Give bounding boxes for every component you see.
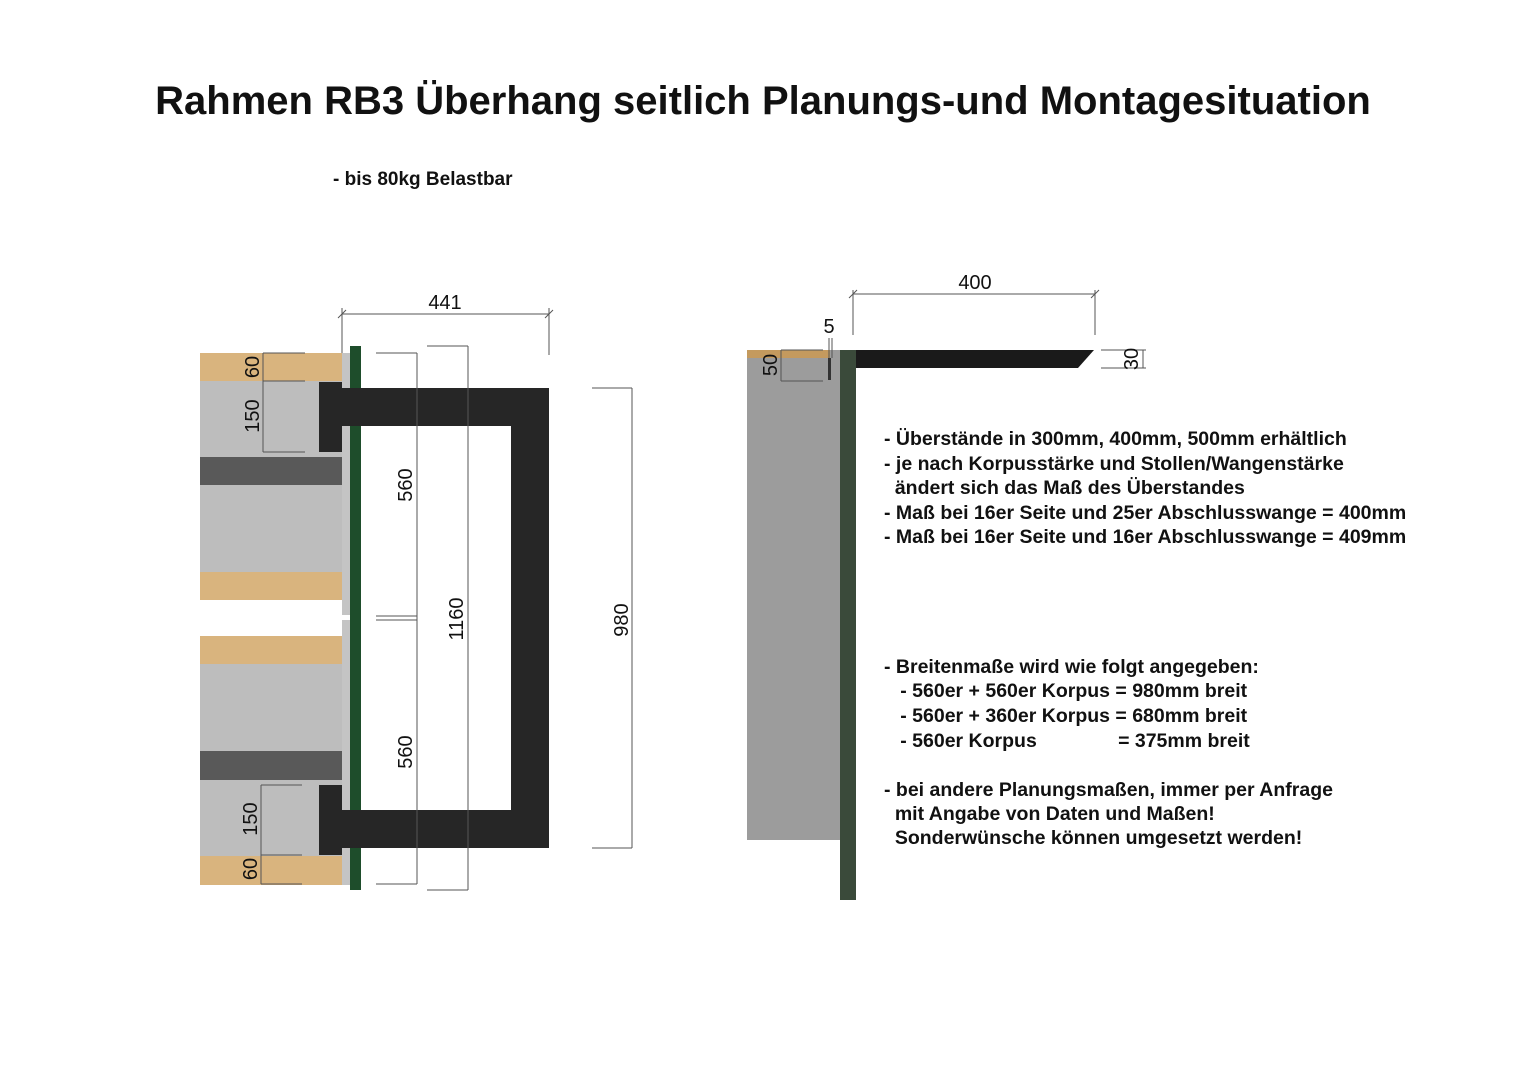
dim-bottom-mount: 150: [240, 802, 262, 835]
note-line: - Maß bei 16er Seite und 25er Abschlussw…: [884, 502, 1406, 524]
note-line: - je nach Korpusstärke und Stollen/Wange…: [884, 453, 1344, 475]
dim-total-height: 1160: [446, 597, 468, 640]
side-top-wood: [747, 350, 830, 358]
lower-carcass: [200, 636, 342, 885]
dim-top-wood: 60: [242, 356, 264, 378]
note-line: - Überstände in 300mm, 400mm, 500mm erhä…: [884, 427, 1347, 450]
upper-side-edge: [342, 353, 351, 615]
dim-gap: 5: [823, 316, 834, 338]
dim-upper-carcass: 560: [395, 468, 417, 501]
note-line: - Maß bei 16er Seite und 16er Abschlussw…: [884, 526, 1406, 548]
overhang-notes: - Überstände in 300mm, 400mm, 500mm erhä…: [884, 427, 1406, 548]
dim-width: 441: [428, 292, 461, 314]
end-panel: [350, 346, 361, 890]
note-line: Sonderwünsche können umgesetzt werden!: [884, 827, 1302, 849]
dim-overhang: 400: [958, 272, 991, 294]
note-line: ändert sich das Maß des Überstandes: [884, 476, 1245, 499]
dim-thickness: 30: [1121, 348, 1143, 370]
rb3-frame: [319, 382, 549, 855]
upper-bottom-wood: [200, 572, 342, 600]
dim-top-mount: 150: [242, 399, 264, 432]
overhang-frame: [856, 350, 1094, 368]
dim-lower-carcass: 560: [395, 735, 417, 768]
width-notes: - Breitenmaße wird wie folgt angegeben: …: [884, 656, 1259, 752]
front-view: 441 60 150 560 560 1160 980 150 60: [200, 292, 633, 891]
upper-top-wood: [200, 353, 342, 381]
page-title: Rahmen RB3 Überhang seitlich Planungs-un…: [155, 78, 1371, 123]
lower-top-wood: [200, 636, 342, 664]
upper-shelf: [200, 457, 342, 485]
dim-depth: 50: [760, 354, 782, 376]
note-line: mit Angabe von Daten und Maßen!: [884, 803, 1215, 825]
dim-frame-height: 980: [611, 603, 633, 636]
dimension-lines: [260, 308, 633, 891]
lower-side-edge: [342, 620, 351, 885]
side-view: 400 5 50 30: [747, 272, 1146, 900]
side-dimension-lines: [780, 289, 1146, 382]
note-line: - 560er Korpus = 375mm breit: [884, 730, 1250, 752]
request-notes: - bei andere Planungsmaßen, immer per An…: [884, 779, 1333, 849]
side-carcass: [747, 350, 840, 840]
dim-bottom-wood: 60: [240, 858, 262, 880]
mount-pin: [828, 358, 831, 380]
note-line: - bei andere Planungsmaßen, immer per An…: [884, 779, 1333, 801]
note-line: - Breitenmaße wird wie folgt angegeben:: [884, 656, 1259, 678]
load-capacity-note: - bis 80kg Belastbar: [333, 169, 513, 190]
lower-shelf: [200, 751, 342, 780]
lower-bottom-wood: [200, 856, 342, 885]
note-line: - 560er + 560er Korpus = 980mm breit: [884, 680, 1248, 702]
upper-carcass: [200, 353, 342, 600]
note-line: - 560er + 360er Korpus = 680mm breit: [884, 705, 1248, 727]
side-end-panel: [840, 350, 856, 900]
